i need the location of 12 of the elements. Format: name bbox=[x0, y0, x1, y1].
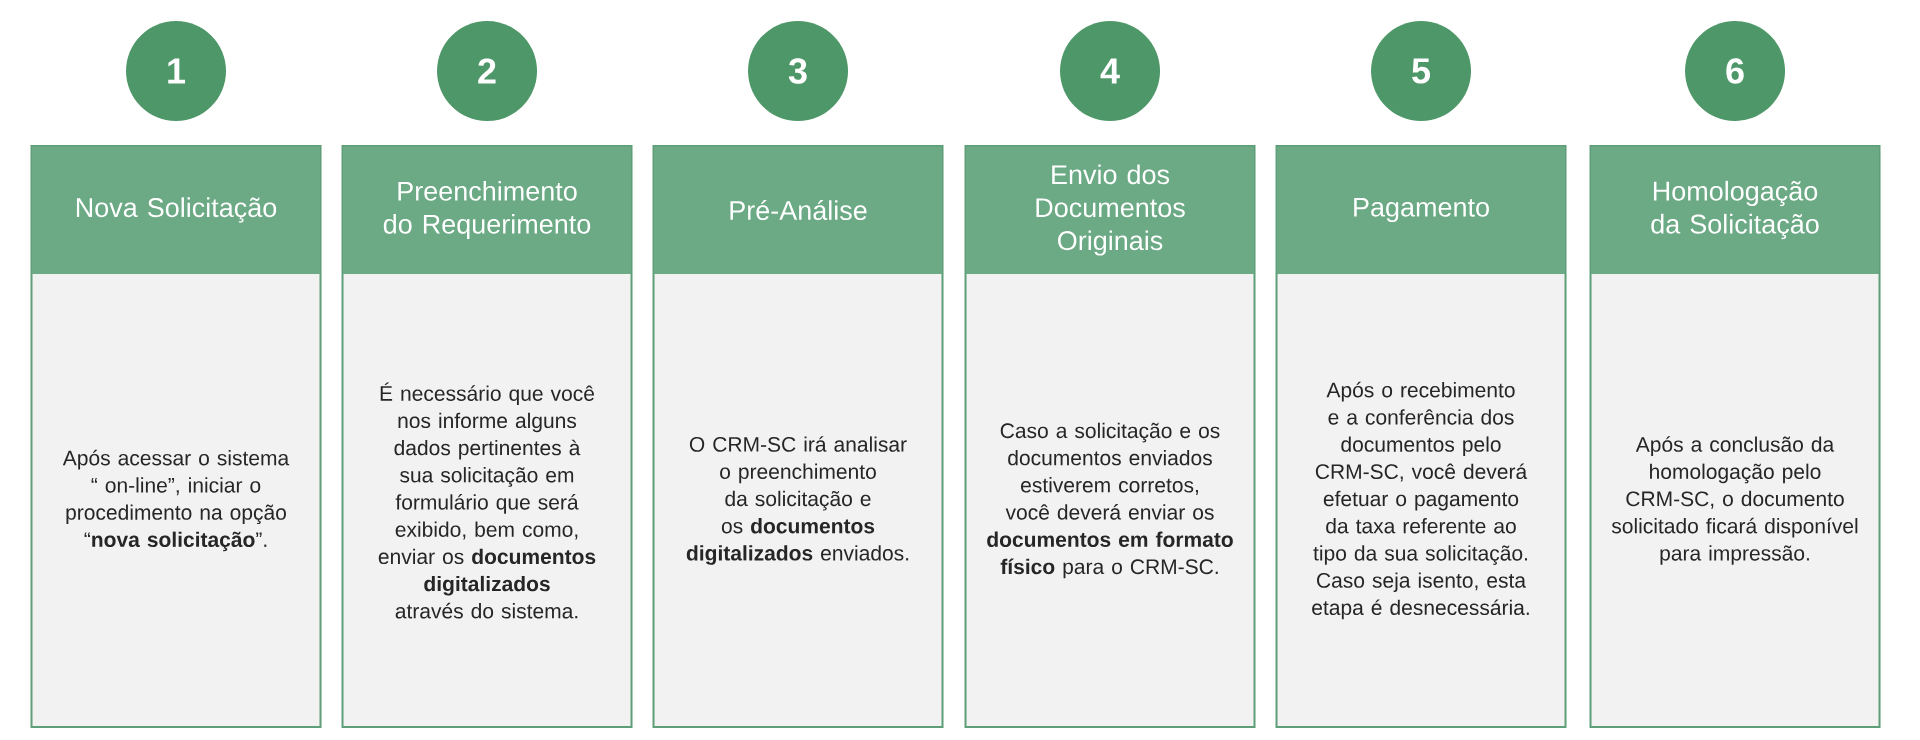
card-text: Caso a solicitação e os documentos enviados estiverem corretos, você deverá enviar os documentos em formato físico para o CRM-SC. bbox=[987, 422, 1233, 579]
card-text: Após acessar o sistema “ on-line”, iniciar o procedimento na opção “nova solicitação”. bbox=[62, 449, 290, 552]
card-heading: Envio dos Documentos Originais bbox=[1036, 164, 1185, 256]
card-heading: Preenchimento do Requerimento bbox=[383, 180, 591, 240]
card-heading: Homologação da Solicitação bbox=[1651, 180, 1819, 240]
card-text: É necessário que você nos informe alguns dados pertinentes à sua solicitação em formulário que será exibido, bem como, enviar os documentos digitalizados através do sistema. bbox=[378, 382, 596, 619]
card-heading: Pagamento bbox=[1354, 197, 1489, 223]
card-text: O CRM-SC irá analisar o preenchimento da solicitação e os documentos digitalizados enviados. bbox=[686, 436, 909, 565]
card-heading: Pré-Análise bbox=[730, 199, 867, 221]
card-heading: Nova Solicitação bbox=[76, 197, 277, 223]
card-text: Após a conclusão da homologação pelo CRM-SC, o documento solicitado ficará disponível para impressão. bbox=[1611, 436, 1858, 565]
card-text: Após o recebimento e a conferência dos documentos pelo CRM-SC, você deverá efetuar o pagamento da taxa referente ao tipo da sua solicitação. Caso seja isento, esta etapa é desnecessária. bbox=[1312, 381, 1529, 620]
